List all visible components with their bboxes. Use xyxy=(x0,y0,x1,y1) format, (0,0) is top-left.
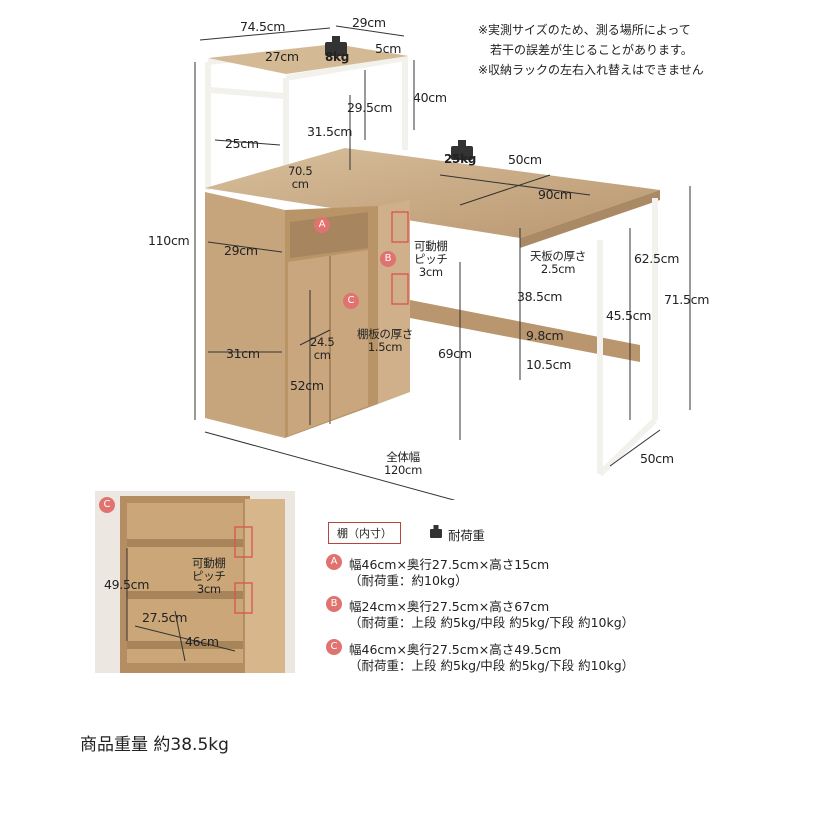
dim-62-5: 62.5cm xyxy=(634,251,680,266)
inset-dim-49-5: 49.5cm xyxy=(104,577,150,592)
inset-dim-27-5: 27.5cm xyxy=(142,610,188,625)
badge-c: C xyxy=(343,293,359,309)
badge-a: A xyxy=(314,217,330,233)
spec-c-line1: 幅46cm×奥行27.5cm×高さ49.5cm xyxy=(349,642,562,657)
spec-a-line1: 幅46cm×奥行27.5cm×高さ15cm xyxy=(349,557,550,572)
dim-50-bottom: 50cm xyxy=(640,451,674,466)
weight-8kg: 8kg xyxy=(325,50,350,64)
spec-a-line2: （耐荷重：約10kg） xyxy=(349,573,468,588)
spec-c-line2: （耐荷重：上段 約5kg/中段 約5kg/下段 約10kg） xyxy=(349,658,635,673)
spec-b-line1: 幅24cm×奥行27.5cm×高さ67cm xyxy=(349,599,550,614)
hutch-top-board xyxy=(208,44,408,74)
dim-31-5: 31.5cm xyxy=(307,124,353,139)
dim-27: 27cm xyxy=(265,49,299,64)
dim-29b: 29cm xyxy=(224,243,258,258)
dim-69: 69cm xyxy=(438,346,472,361)
inset-badge-c: C xyxy=(99,497,115,513)
spec-b-line2: （耐荷重：上段 約5kg/中段 約5kg/下段 約10kg） xyxy=(349,615,635,630)
desk-top xyxy=(205,148,660,238)
dim-40: 40cm xyxy=(413,90,447,105)
cabinet-body xyxy=(205,192,285,438)
dim-110: 110cm xyxy=(148,233,190,248)
dim-74-5: 74.5cm xyxy=(240,19,286,34)
spec-badge-b: B xyxy=(326,596,342,612)
dim-25: 25cm xyxy=(225,136,259,151)
dim-50-top: 50cm xyxy=(508,152,542,167)
desk-illustration xyxy=(194,25,691,500)
weight-icon xyxy=(430,525,442,538)
inset-dim-46: 46cm xyxy=(185,634,219,649)
inset-cabinet-photo xyxy=(95,491,295,673)
note-line: 若干の誤差が生じることがあります。 xyxy=(478,43,693,57)
dim-38-5: 38.5cm xyxy=(517,289,563,304)
dim-9-8: 9.8cm xyxy=(526,328,564,343)
spec-badge-c: C xyxy=(326,639,342,655)
badge-b: B xyxy=(380,251,396,267)
dim-29: 29cm xyxy=(352,15,386,30)
dim-52: 52cm xyxy=(290,378,324,393)
spec-badge-a: A xyxy=(326,554,342,570)
dim-5: 5cm xyxy=(375,41,402,56)
dimension-lines xyxy=(194,25,691,500)
dim-71-5: 71.5cm xyxy=(664,292,710,307)
dim-10-5: 10.5cm xyxy=(526,357,572,372)
note-line: ※実測サイズのため、測る場所によって xyxy=(478,23,691,37)
weight-25kg: 25kg xyxy=(444,152,477,166)
shelf-legend-box: 棚（内寸） xyxy=(328,522,401,544)
dim-90: 90cm xyxy=(538,187,572,202)
dim-29-5: 29.5cm xyxy=(347,100,393,115)
dim-45-5: 45.5cm xyxy=(606,308,652,323)
note-line: ※収納ラックの左右入れ替えはできません xyxy=(478,63,704,77)
dim-31: 31cm xyxy=(226,346,260,361)
product-weight: 商品重量 約38.5kg xyxy=(80,735,229,755)
weight-icon xyxy=(325,36,473,160)
load-legend-label: 耐荷重 xyxy=(448,528,485,543)
